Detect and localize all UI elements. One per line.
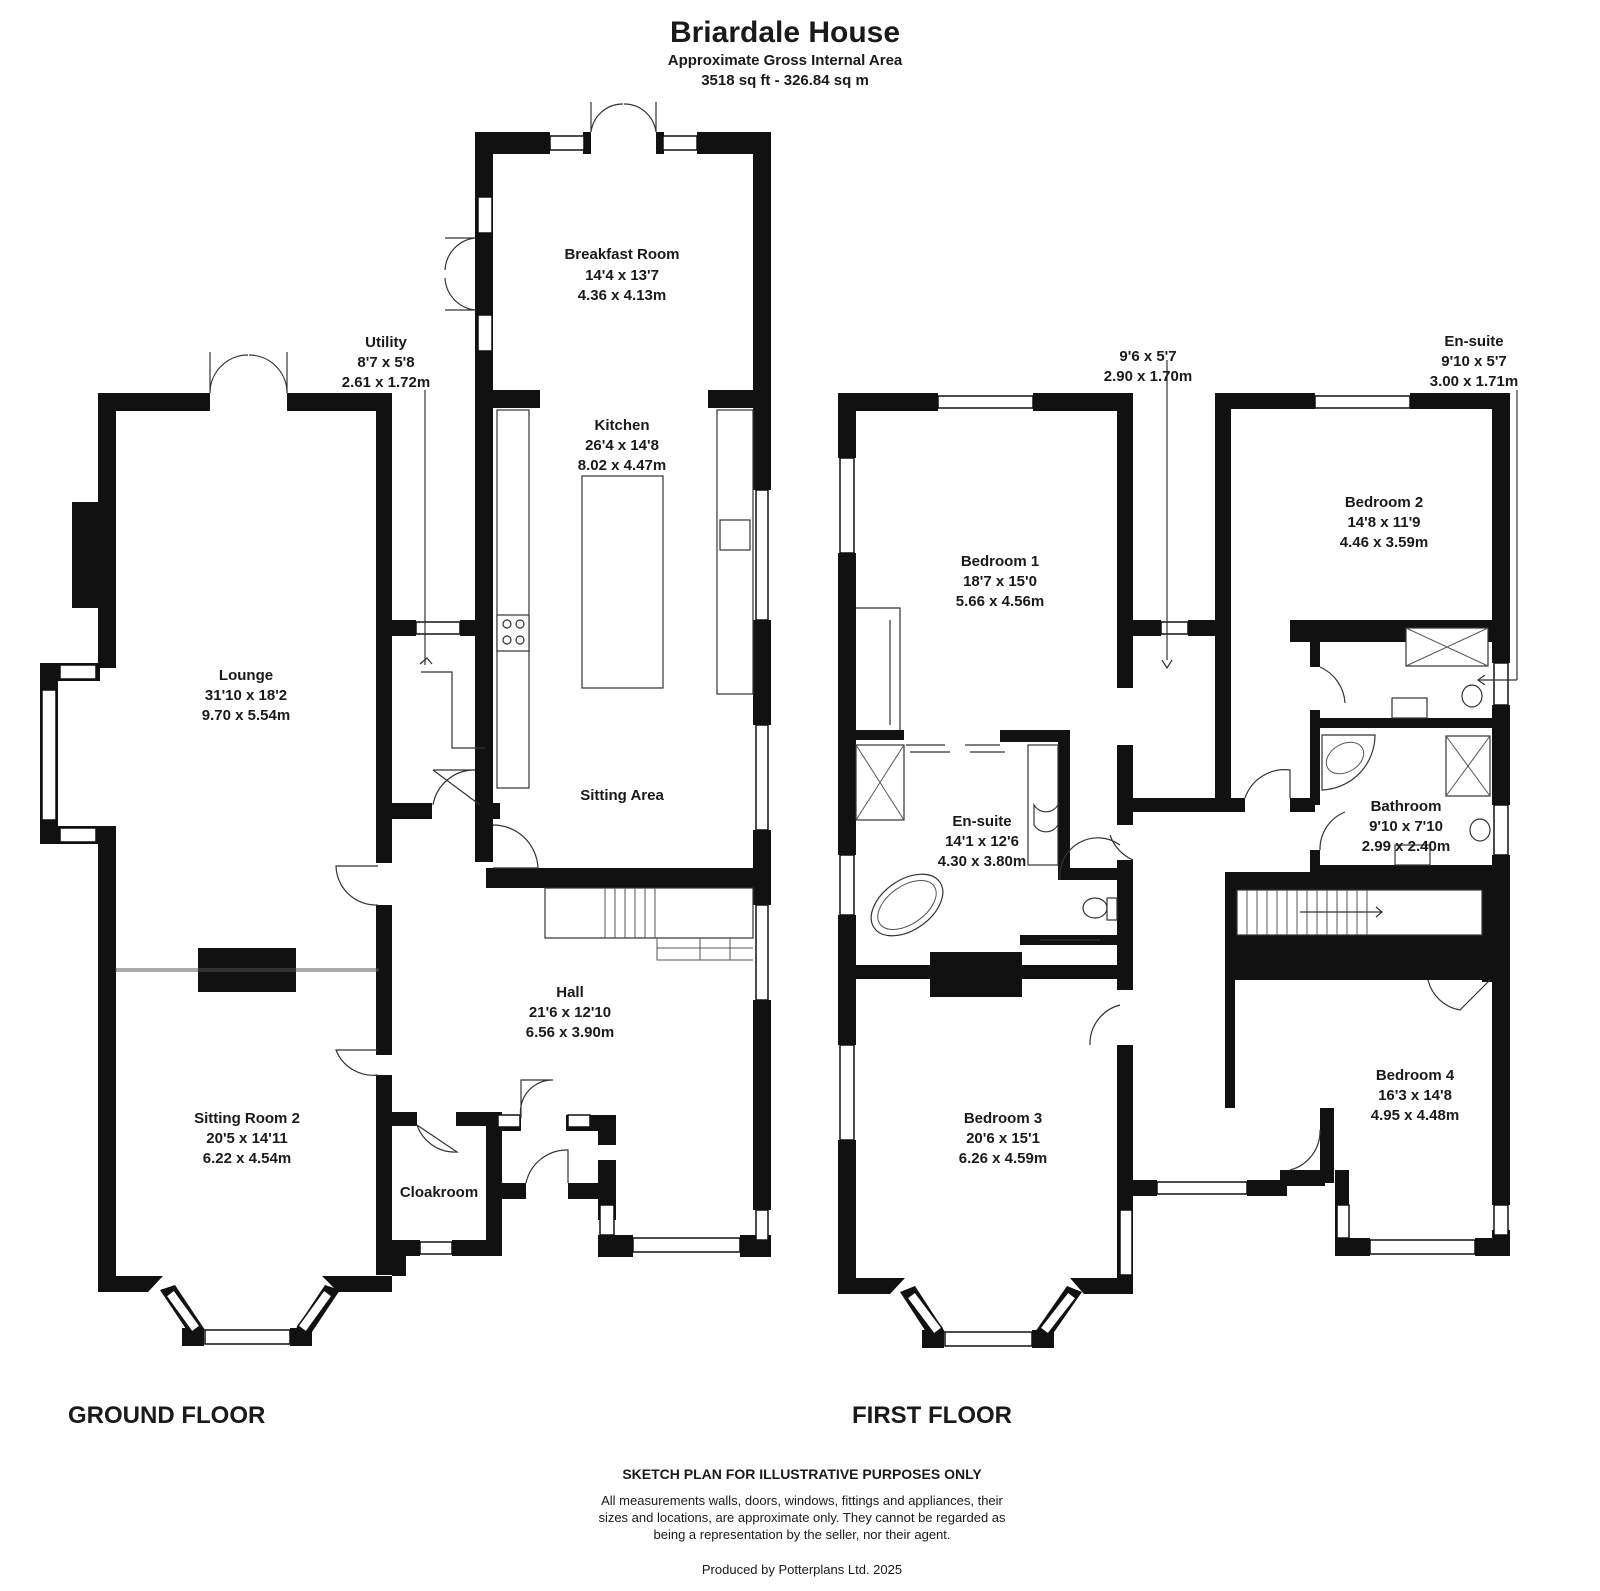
room-label-ensuite-2: En-suite 9'10 x 5'7 3.00 x 1.71m: [1430, 333, 1518, 390]
room-label-cloakroom: Cloakroom: [400, 1184, 478, 1201]
room-label-hall: Hall 21'6 x 12'10 6.56 x 3.90m: [526, 984, 614, 1041]
room-metric: 9.70 x 5.54m: [202, 707, 290, 724]
room-name: En-suite: [952, 813, 1011, 830]
room-metric: 2.90 x 1.70m: [1104, 368, 1192, 385]
room-imperial: 8'7 x 5'8: [357, 354, 414, 371]
plan-subtitle: Approximate Gross Internal Area: [668, 52, 903, 69]
room-imperial: 31'10 x 18'2: [205, 687, 287, 704]
room-imperial: 20'5 x 14'11: [206, 1130, 287, 1147]
room-imperial: 9'10 x 5'7: [1441, 353, 1507, 370]
room-label-kitchen: Kitchen 26'4 x 14'8 8.02 x 4.47m: [578, 417, 666, 474]
first-floor-label: FIRST FLOOR: [852, 1402, 1012, 1429]
room-label-bathroom: Bathroom 9'10 x 7'10 2.99 x 2.40m: [1362, 798, 1450, 855]
room-imperial: 14'1 x 12'6: [945, 833, 1019, 850]
room-imperial: 21'6 x 12'10: [529, 1004, 611, 1021]
ground-floor-label: GROUND FLOOR: [68, 1402, 265, 1429]
room-imperial: 9'10 x 7'10: [1369, 818, 1443, 835]
produced-by: Produced by Potterplans Ltd. 2025: [702, 1562, 902, 1577]
room-metric: 5.66 x 4.56m: [956, 593, 1044, 610]
room-label-sitting-area: Sitting Area: [580, 787, 664, 804]
disclaimer-line-1: All measurements walls, doors, windows, …: [601, 1493, 1003, 1508]
room-metric: 4.95 x 4.48m: [1371, 1107, 1459, 1124]
room-name: Bedroom 1: [961, 553, 1039, 570]
room-metric: 4.36 x 4.13m: [578, 287, 666, 304]
room-name: Utility: [365, 334, 407, 351]
first-floor-windows: [839, 395, 1509, 1347]
room-metric: 3.00 x 1.71m: [1430, 373, 1518, 390]
room-label-breakfast: Breakfast Room 14'4 x 13'7 4.36 x 4.13m: [564, 246, 679, 304]
room-name: Lounge: [219, 667, 273, 684]
room-metric: 2.61 x 1.72m: [342, 374, 430, 391]
room-name: Cloakroom: [400, 1184, 478, 1201]
disclaimer-line-3: being a representation by the seller, no…: [653, 1527, 950, 1542]
room-name: Sitting Room 2: [194, 1110, 300, 1127]
room-imperial: 14'4 x 13'7: [585, 267, 659, 284]
room-imperial: 16'3 x 14'8: [1378, 1087, 1452, 1104]
room-label-bedroom-2: Bedroom 2 14'8 x 11'9 4.46 x 3.59m: [1340, 494, 1428, 551]
room-label-bedroom-1: Bedroom 1 18'7 x 15'0 5.66 x 4.56m: [956, 553, 1044, 610]
room-metric: 6.22 x 4.54m: [203, 1150, 291, 1167]
room-metric: 6.56 x 3.90m: [526, 1024, 614, 1041]
room-name: Bedroom 2: [1345, 494, 1423, 511]
first-floor-fittings: [855, 360, 1518, 1171]
room-label-landing-store: 9'6 x 5'7 2.90 x 1.70m: [1104, 348, 1192, 385]
ground-floor-walls: [40, 132, 771, 1346]
room-label-sitting-room-2: Sitting Room 2 20'5 x 14'11 6.22 x 4.54m: [194, 1110, 300, 1167]
room-name: Bedroom 4: [1376, 1067, 1455, 1084]
room-metric: 4.46 x 3.59m: [1340, 534, 1428, 551]
room-metric: 8.02 x 4.47m: [578, 457, 666, 474]
room-imperial: 20'6 x 15'1: [966, 1130, 1040, 1147]
room-name: Sitting Area: [580, 787, 664, 804]
plan-area: 3518 sq ft - 326.84 sq m: [701, 72, 869, 89]
room-label-ensuite-1: En-suite 14'1 x 12'6 4.30 x 3.80m: [938, 813, 1026, 870]
room-label-bedroom-3: Bedroom 3 20'6 x 15'1 6.26 x 4.59m: [959, 1110, 1047, 1167]
room-imperial: 26'4 x 14'8: [585, 437, 659, 454]
room-label-bedroom-4: Bedroom 4 16'3 x 14'8 4.95 x 4.48m: [1371, 1067, 1459, 1124]
room-imperial: 9'6 x 5'7: [1119, 348, 1176, 365]
ground-floor-windows: [41, 135, 769, 1345]
room-imperial: 14'8 x 11'9: [1347, 514, 1420, 531]
room-imperial: 18'7 x 15'0: [963, 573, 1037, 590]
room-label-utility: Utility 8'7 x 5'8 2.61 x 1.72m: [342, 334, 430, 391]
room-name: Bedroom 3: [964, 1110, 1042, 1127]
disclaimer-heading: SKETCH PLAN FOR ILLUSTRATIVE PURPOSES ON…: [622, 1466, 982, 1482]
room-label-lounge: Lounge 31'10 x 18'2 9.70 x 5.54m: [202, 667, 290, 724]
room-name: Hall: [556, 984, 584, 1001]
room-name: Breakfast Room: [564, 246, 679, 263]
room-name: En-suite: [1444, 333, 1503, 350]
ground-floor-fittings: [209, 102, 754, 1184]
room-name: Kitchen: [594, 417, 649, 434]
plan-title: Briardale House: [670, 16, 900, 49]
room-metric: 4.30 x 3.80m: [938, 853, 1026, 870]
disclaimer-line-2: sizes and locations, are approximate onl…: [598, 1510, 1006, 1525]
room-metric: 6.26 x 4.59m: [959, 1150, 1047, 1167]
room-name: Bathroom: [1371, 798, 1442, 815]
room-metric: 2.99 x 2.40m: [1362, 838, 1450, 855]
